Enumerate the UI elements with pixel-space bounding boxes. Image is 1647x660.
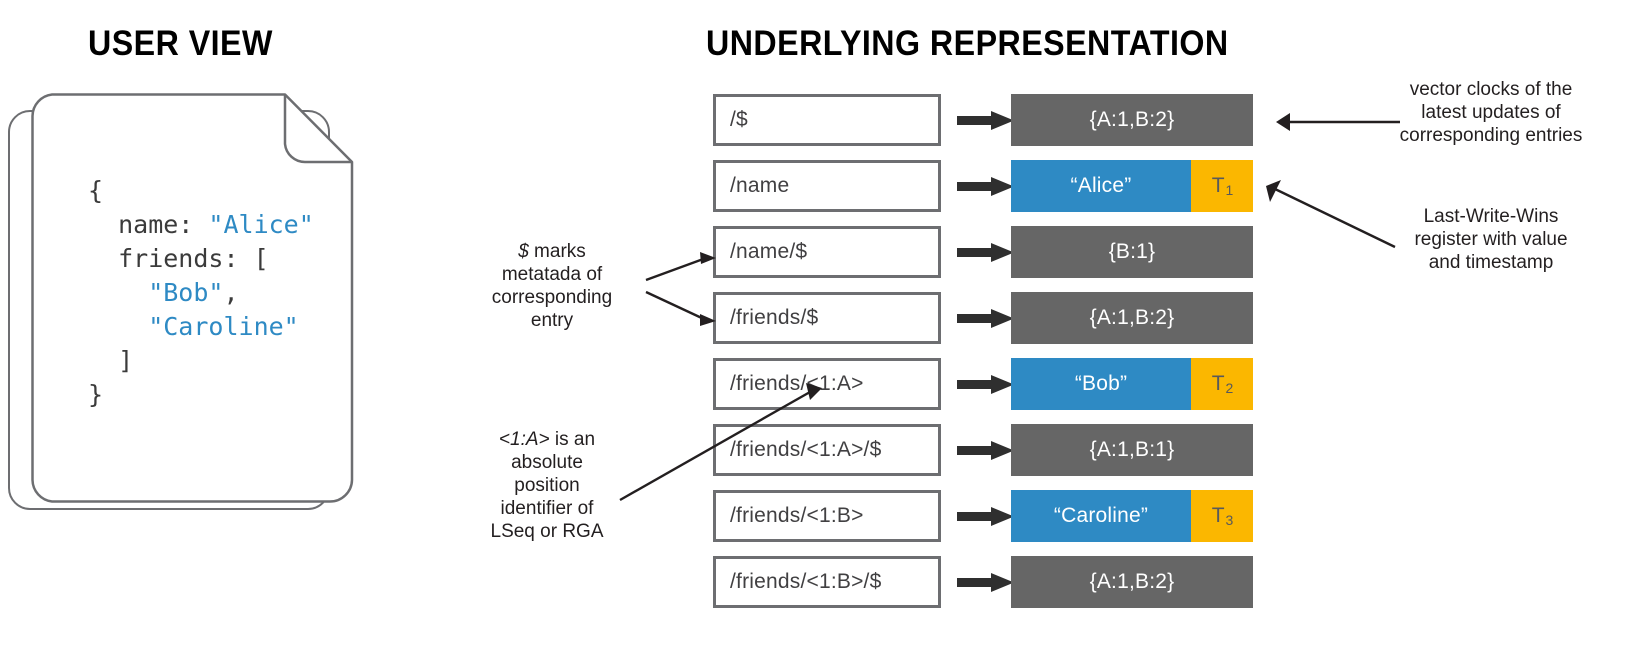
document-front-page: { name: "Alice" friends: [ "Bob", "Carol… <box>30 92 360 504</box>
entry-value: “Alice” <box>1011 160 1191 212</box>
maps-to-arrow-icon <box>957 441 1015 460</box>
page-title-user-view: USER VIEW <box>88 24 273 63</box>
entry-value: {B:1} <box>1011 226 1253 278</box>
entry-value: {A:1,B:2} <box>1011 556 1253 608</box>
annotation-position-identifier: <1:A> is an absolute position identifier… <box>452 428 642 543</box>
annotation-vector-clocks: vector clocks of the latest updates of c… <box>1399 79 1583 146</box>
maps-to-arrow-icon <box>957 573 1015 592</box>
timestamp-symbol: T <box>1211 504 1225 527</box>
annotation-posid-emphasis: <1:A> <box>498 429 550 450</box>
annotation-dollar-text: marks metatada of corresponding entry <box>491 241 613 331</box>
code-value-caroline: "Caroline" <box>88 312 299 341</box>
code-close-brace: } <box>88 380 104 409</box>
annotation-dollar-marker: $ marks metatada of corresponding entry <box>462 240 642 332</box>
code-comma: , <box>223 278 239 307</box>
entry-path-box[interactable]: /friends/<1:B> <box>713 490 941 542</box>
annotation-last-write-wins: Last-Write-Wins register with value and … <box>1414 206 1568 273</box>
timestamp-symbol: T <box>1211 174 1225 197</box>
entry-path-box[interactable]: /friends/$ <box>713 292 941 344</box>
vector-clock-box[interactable]: {A:1,B:1} <box>1011 424 1253 476</box>
maps-to-arrow-icon <box>957 177 1015 196</box>
entry-path-box[interactable]: /name <box>713 160 941 212</box>
maps-to-arrow-icon <box>957 375 1015 394</box>
maps-to-arrow-icon <box>957 507 1015 526</box>
entry-value: {A:1,B:2} <box>1011 94 1253 146</box>
vector-clock-box[interactable]: {B:1} <box>1011 226 1253 278</box>
code-close-bracket: ] <box>88 346 134 375</box>
maps-to-arrow-icon <box>957 309 1015 328</box>
timestamp-index: 1 <box>1225 182 1234 198</box>
entry-value: {A:1,B:2} <box>1011 292 1253 344</box>
page-title-underlying-representation: UNDERLYING REPRESENTATION <box>706 24 1229 63</box>
maps-to-arrow-icon <box>957 243 1015 262</box>
vector-clock-box[interactable]: {A:1,B:2} <box>1011 292 1253 344</box>
annotation-dollar-emphasis: $ <box>518 241 529 262</box>
code-line-open-brace: { <box>88 176 104 205</box>
maps-to-arrow-icon <box>957 111 1015 130</box>
entry-path-box[interactable]: /friends/<1:B>/$ <box>713 556 941 608</box>
code-value-alice: "Alice" <box>208 210 314 239</box>
timestamp-symbol: T <box>1211 372 1225 395</box>
entry-path-box[interactable]: /friends/<1:A> <box>713 358 941 410</box>
annotation-posid-text: is an absolute position identifier of LS… <box>490 429 604 542</box>
code-value-bob: "Bob" <box>88 278 224 307</box>
document-page-shape-icon <box>31 93 354 503</box>
code-key-name: name: <box>88 210 209 239</box>
vector-clock-box[interactable]: {A:1,B:2} <box>1011 556 1253 608</box>
user-view-document-stack: { name: "Alice" friends: [ "Bob", "Carol… <box>8 92 368 522</box>
entry-path-box[interactable]: /name/$ <box>713 226 941 278</box>
document-json-code: { name: "Alice" friends: [ "Bob", "Carol… <box>88 174 314 412</box>
vector-clock-box[interactable]: {A:1,B:2} <box>1011 94 1253 146</box>
code-key-friends: friends: [ <box>88 244 269 273</box>
entry-value: {A:1,B:1} <box>1011 424 1253 476</box>
entry-path-box[interactable]: /friends/<1:A>/$ <box>713 424 941 476</box>
entry-path-box[interactable]: /$ <box>713 94 941 146</box>
entry-value: “Bob” <box>1011 358 1191 410</box>
entry-value: “Caroline” <box>1011 490 1191 542</box>
timestamp-index: 3 <box>1225 512 1234 528</box>
timestamp-index: 2 <box>1225 380 1234 396</box>
